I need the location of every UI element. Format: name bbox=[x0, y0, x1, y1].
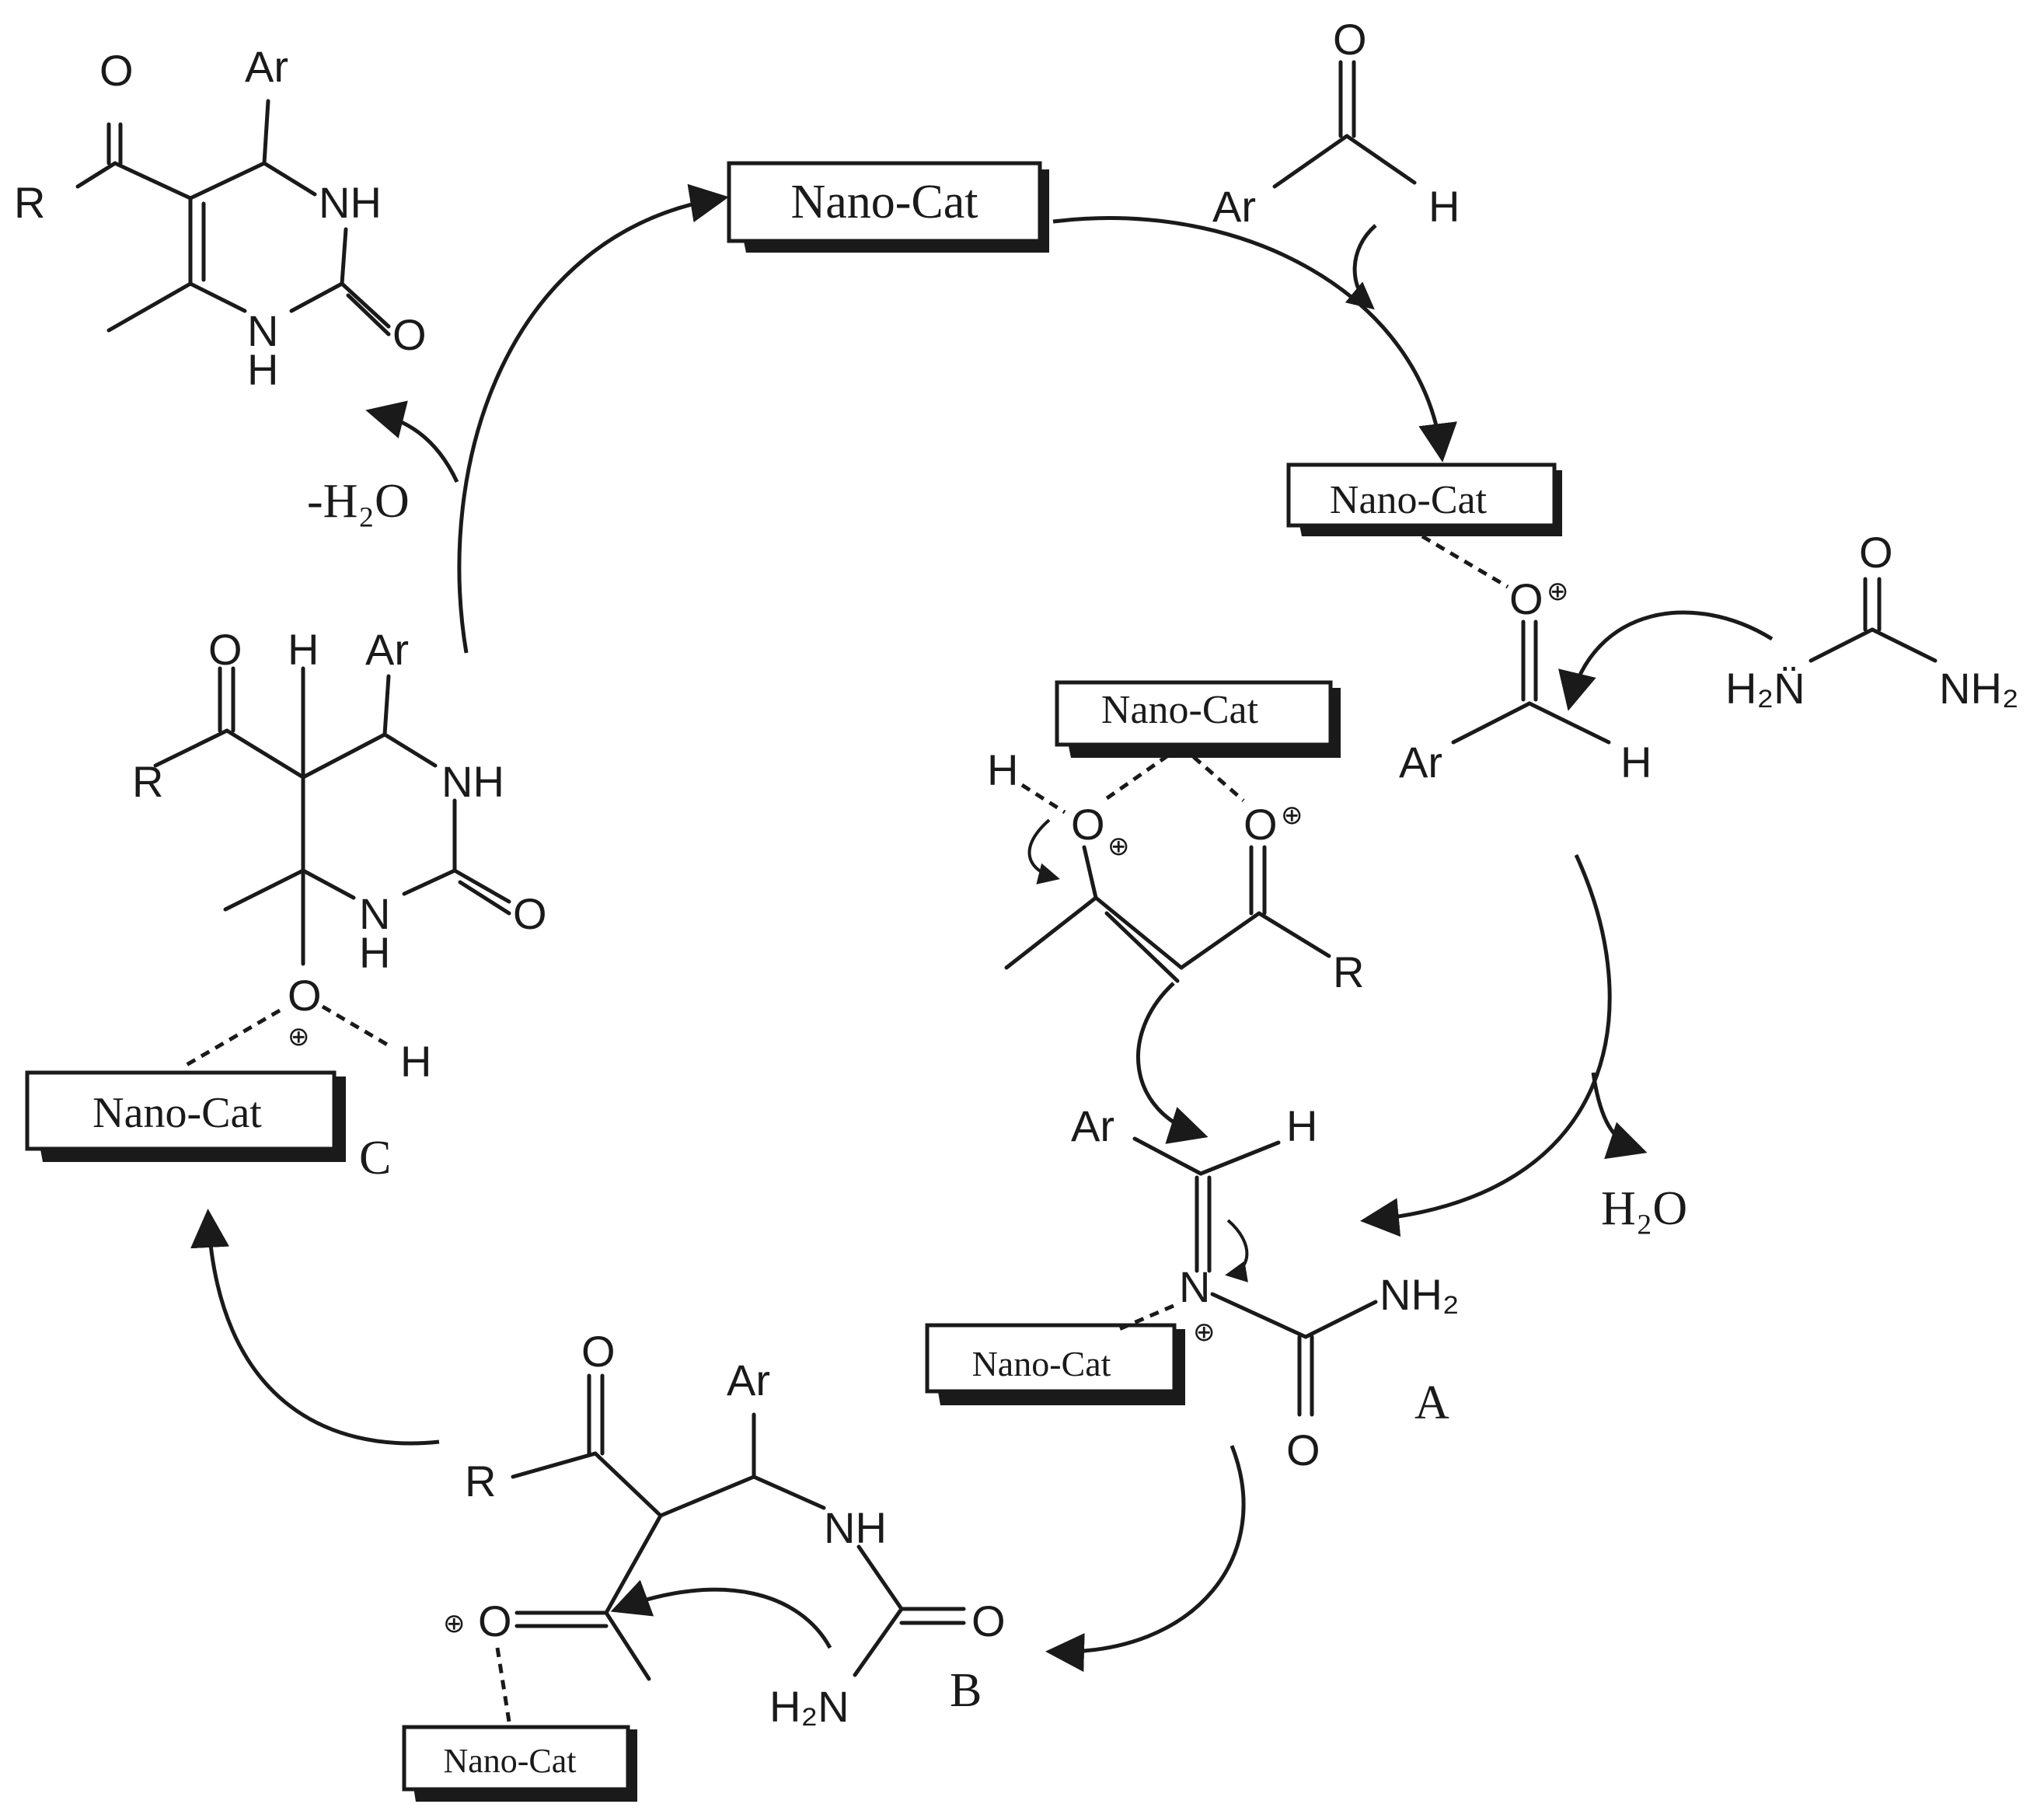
urea-attack-arrow bbox=[1558, 610, 1774, 711]
minus-water-label: -H₂O bbox=[307, 475, 410, 528]
positive-charge: ⊕ bbox=[1547, 576, 1569, 607]
catalyst-box-intermediate-c: Nano-Cat bbox=[25, 1070, 346, 1162]
catalyst-label: Nano-Cat bbox=[972, 1344, 1111, 1384]
cycle-arrow-c-to-catalyst bbox=[457, 183, 729, 654]
atom-label: R bbox=[14, 178, 45, 227]
atom-label: H bbox=[400, 1037, 431, 1086]
water-byproduct-label: H₂O bbox=[1601, 1182, 1687, 1235]
positive-charge: ⊕ bbox=[1281, 800, 1303, 831]
atom-label: O bbox=[1286, 1425, 1320, 1474]
atom-label: H bbox=[987, 745, 1018, 794]
atom-label: R bbox=[465, 1457, 496, 1506]
activated-aldehyde: O ⊕ Ar H bbox=[1399, 534, 1652, 787]
atom-label: O bbox=[99, 46, 134, 95]
catalyst-box-activated-aldehyde: Nano-Cat bbox=[1286, 462, 1562, 536]
aldehyde-activation-curved-arrow bbox=[1345, 224, 1377, 310]
water-release-arrow bbox=[1591, 1072, 1648, 1160]
atom-label: H₂N̈ bbox=[1725, 664, 1805, 713]
atom-label: O bbox=[208, 625, 242, 674]
intermediate-a-label: A bbox=[1414, 1377, 1449, 1429]
activated-enol: H O ⊕ O ⊕ R bbox=[987, 744, 1364, 996]
urea-molecule: O H₂N̈ NH₂ bbox=[1725, 528, 2019, 713]
catalyst-box-top: Nano-Cat bbox=[727, 161, 1049, 253]
atom-label: H bbox=[1620, 738, 1652, 787]
catalyst-box-intermediate-b: Nano-Cat bbox=[402, 1725, 637, 1802]
atom-label: O bbox=[581, 1327, 616, 1376]
positive-charge: ⊕ bbox=[1193, 1317, 1216, 1348]
catalyst-label: Nano-Cat bbox=[443, 1742, 576, 1780]
intermediate-c-cyclic-hemiaminal: O H Ar R NH N H O O ⊕ H C bbox=[132, 625, 547, 1185]
catalyst-label: Nano-Cat bbox=[1330, 478, 1488, 522]
atom-label: H bbox=[1286, 1101, 1317, 1150]
atom-label: R bbox=[1333, 947, 1364, 996]
atom-label: N bbox=[359, 889, 390, 938]
atom-label: O bbox=[392, 310, 427, 359]
atom-label: Ar bbox=[1212, 182, 1256, 231]
catalyst-box-enol: Nano-Cat bbox=[1055, 680, 1341, 758]
intermediate-b-ureide: O Ar R NH ⊕ O O H₂N B bbox=[443, 1327, 1006, 1731]
aromatic-aldehyde: O Ar H bbox=[1212, 15, 1460, 231]
atom-label: H bbox=[247, 345, 278, 394]
atom-label: H₂N bbox=[769, 1682, 849, 1731]
enol-attack-arrow bbox=[1136, 982, 1209, 1144]
intermediate-a-iminium: Ar H N ⊕ NH₂ O A bbox=[1071, 1101, 1460, 1474]
catalyst-label: Nano-Cat bbox=[92, 1089, 262, 1137]
atom-label: R bbox=[132, 757, 163, 806]
product-dihydropyrimidinone: O Ar R NH N H O bbox=[14, 42, 427, 394]
catalyst-label: Nano-Cat bbox=[790, 176, 978, 229]
atom-label: Ar bbox=[245, 42, 288, 91]
atom-label: O bbox=[288, 971, 322, 1020]
atom-label: O bbox=[1509, 574, 1543, 623]
atom-label: NH₂ bbox=[1939, 664, 2019, 713]
atom-label: H bbox=[359, 928, 390, 977]
atom-label: N bbox=[247, 306, 278, 355]
atom-label: Ar bbox=[1399, 738, 1442, 787]
atom-label: N bbox=[1179, 1262, 1210, 1311]
cycle-arrow-catalyst-to-aldehyde bbox=[1052, 216, 1457, 462]
cycle-arrow-to-intermediate-a bbox=[1360, 853, 1612, 1237]
positive-charge: ⊕ bbox=[288, 1021, 310, 1052]
atom-label: NH bbox=[319, 178, 382, 227]
intermediate-b-label: B bbox=[950, 1664, 982, 1717]
atom-label: O bbox=[513, 889, 547, 938]
atom-label: H bbox=[288, 625, 319, 674]
atom-label: NH bbox=[441, 757, 504, 806]
positive-charge: ⊕ bbox=[1107, 831, 1130, 862]
atom-label: Ar bbox=[727, 1356, 770, 1405]
atom-label: O bbox=[478, 1596, 512, 1645]
atom-label: O bbox=[1243, 800, 1278, 849]
catalyst-label: Nano-Cat bbox=[1101, 688, 1259, 732]
atom-label: H bbox=[1428, 182, 1460, 231]
intermediate-c-label: C bbox=[359, 1132, 391, 1185]
cycle-arrow-b-to-c bbox=[190, 1209, 440, 1446]
cycle-arrow-a-to-b bbox=[1045, 1445, 1246, 1673]
dehydration-arrow bbox=[365, 400, 459, 483]
catalyst-box-intermediate-a: Nano-Cat bbox=[925, 1323, 1185, 1405]
atom-label: NH₂ bbox=[1380, 1270, 1460, 1319]
atom-label: O bbox=[1333, 15, 1367, 64]
atom-label: Ar bbox=[1071, 1101, 1114, 1150]
atom-label: O bbox=[971, 1596, 1006, 1645]
atom-label: Ar bbox=[365, 625, 409, 674]
atom-label: O bbox=[1071, 800, 1105, 849]
positive-charge: ⊕ bbox=[443, 1608, 466, 1639]
atom-label: NH bbox=[824, 1503, 887, 1552]
atom-label: O bbox=[1859, 528, 1893, 577]
